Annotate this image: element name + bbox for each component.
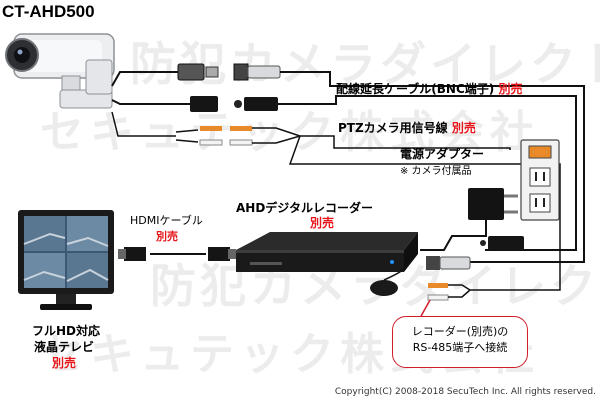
bnc-cable-sold-badge: 別売: [498, 82, 523, 96]
callout-line1: レコーダー(別売)の: [411, 325, 509, 338]
tv-label-line2: 液晶テレビ: [34, 340, 95, 354]
ptz-line-sold-badge: 別売: [451, 121, 476, 135]
ahd-recorder: [236, 232, 418, 272]
recorder-sold-badge: 別売: [310, 216, 335, 230]
power-outlet: [520, 139, 560, 221]
power-adapter-label: 電源アダプター: [400, 147, 485, 161]
watermark-line2: セキュテック株式会社: [40, 107, 540, 158]
ptz-line-label: PTZカメラ用信号線 別売: [338, 119, 476, 136]
watermark-line1: 防犯カメラダイレクト: [130, 37, 600, 91]
bnc-cable-text: 配線延長ケーブル(BNC端子): [336, 82, 495, 96]
mouse-icon: [370, 280, 398, 296]
callout-line2: RS-485端子へ接続: [412, 341, 508, 354]
bnc-cable-label: 配線延長ケーブル(BNC端子) 別売: [336, 80, 522, 97]
ptz-camera: [5, 33, 115, 109]
tv-label-line1: フルHD対応: [32, 324, 101, 338]
ptz-line-text: PTZカメラ用信号線: [338, 121, 448, 135]
copyright: Copyright(C) 2008-2018 SecuTech Inc. All…: [334, 387, 596, 397]
tv-sold-badge: 別売: [52, 356, 77, 370]
hdmi-sold-badge: 別売: [156, 230, 178, 243]
page-title: CT-AHD500: [2, 2, 95, 21]
power-adapter-note: ※ カメラ付属品: [400, 166, 472, 177]
power-adapter: [420, 188, 518, 251]
rs485-callout: レコーダー(別売)の RS-485端子へ接続: [392, 316, 528, 368]
recorder-label: AHDデジタルレコーダー: [236, 201, 374, 215]
lcd-monitor: [18, 210, 114, 310]
hdmi-label: HDMIケーブル: [130, 214, 203, 227]
